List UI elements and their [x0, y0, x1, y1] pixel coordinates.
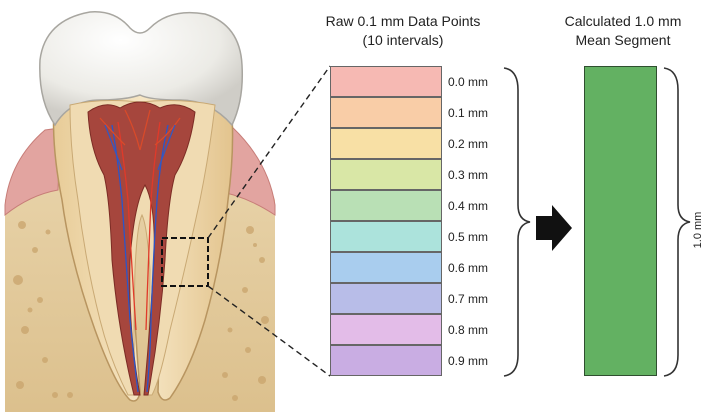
raw-title-line2: (10 intervals) — [318, 31, 488, 50]
mean-title-line1: Calculated 1.0 mm — [548, 12, 698, 31]
raw-segment-label: 0.4 mm — [448, 199, 488, 213]
raw-segment — [330, 221, 442, 252]
mean-panel-title: Calculated 1.0 mm Mean Segment — [548, 12, 698, 50]
raw-segment — [330, 97, 442, 128]
zoom-line-bottom — [208, 286, 330, 376]
raw-segment-label: 0.8 mm — [448, 323, 488, 337]
raw-segment — [330, 283, 442, 314]
raw-segment — [330, 159, 442, 190]
raw-segment-label: 0.5 mm — [448, 230, 488, 244]
raw-segment — [330, 314, 442, 345]
mean-segment-box — [584, 66, 657, 376]
raw-data-column — [330, 66, 442, 376]
raw-title-line1: Raw 0.1 mm Data Points — [318, 12, 488, 31]
mean-dimension-label: 1.0 mm — [692, 212, 704, 249]
raw-segment-label: 0.9 mm — [448, 354, 488, 368]
raw-segment-label: 0.3 mm — [448, 168, 488, 182]
raw-segment — [330, 128, 442, 159]
raw-segment — [330, 252, 442, 283]
transition-arrow-icon — [536, 205, 572, 251]
raw-segment-label: 0.7 mm — [448, 292, 488, 306]
mean-title-line2: Mean Segment — [548, 31, 698, 50]
raw-panel-title: Raw 0.1 mm Data Points (10 intervals) — [318, 12, 488, 50]
raw-segment — [330, 345, 442, 376]
raw-segment — [330, 190, 442, 221]
raw-segment-label: 0.2 mm — [448, 137, 488, 151]
raw-segment-label: 0.0 mm — [448, 75, 488, 89]
raw-segment-label: 0.1 mm — [448, 106, 488, 120]
raw-segment-label: 0.6 mm — [448, 261, 488, 275]
mean-brace — [664, 68, 690, 376]
raw-brace — [504, 68, 530, 376]
zoom-line-top — [208, 66, 330, 238]
raw-segment — [330, 66, 442, 97]
